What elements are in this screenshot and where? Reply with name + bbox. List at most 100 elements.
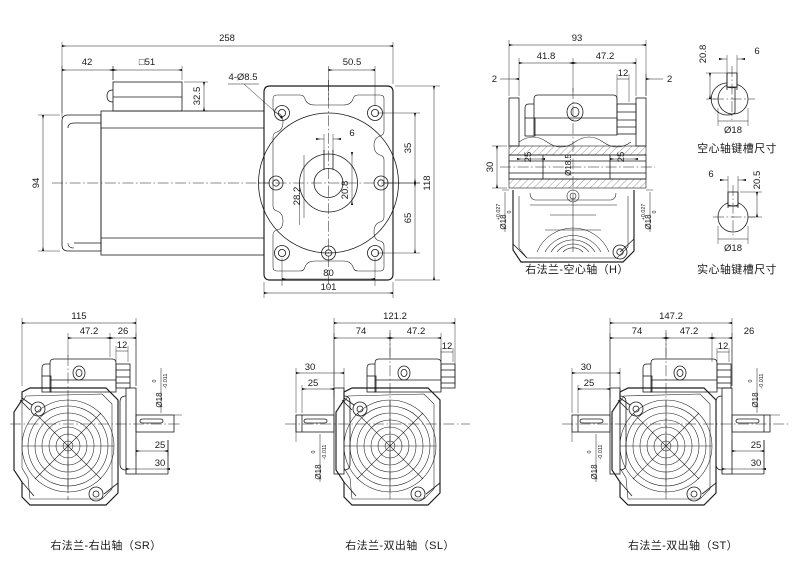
dim-st-right-shaft-length: 30	[721, 458, 767, 474]
dim-4-d8-5: 4-Ø8.5	[228, 72, 257, 83]
main-assembly-view: 258 42 □51 32.5 94	[31, 33, 440, 298]
dim-boss-diameter: 28.2	[292, 155, 305, 225]
dim-hollow-keyway-height: 20.8	[698, 45, 727, 100]
dim-solid-keyway-width: 6	[708, 169, 747, 194]
dim-h-inner-bore: Ø18.5	[564, 154, 573, 176]
dim-sr-shaft-length: 30	[125, 458, 171, 474]
right-flange-hollow-shaft-view: 93 41.8 47.2 2 2 1	[485, 33, 672, 276]
dim-118: 118	[422, 175, 433, 190]
dim-d18-hollow: Ø18	[724, 125, 742, 136]
dim-sr-tol-up: 0	[152, 380, 158, 383]
dim-115: 115	[71, 311, 86, 322]
dim-shaft-to-bottom: 65	[377, 182, 420, 254]
dim-st-left-keyway: 25	[577, 378, 611, 413]
dim-80: 80	[323, 268, 334, 279]
dim-sl-12: 12	[442, 341, 453, 352]
dim-st-25-left: 25	[584, 378, 595, 389]
dim-sl-47-2: 47.2	[407, 326, 426, 337]
dim-st-right-d18: Ø18	[751, 392, 760, 408]
sr-view-label: 右法兰-右出轴（SR）	[50, 538, 161, 552]
dim-mounting-holes: 4-Ø8.5	[228, 72, 283, 120]
dim-h-bore-right: 25	[609, 152, 639, 163]
dim-h-boss: 12	[616, 68, 630, 102]
dim-st-30-right: 30	[751, 458, 762, 469]
dim-st-right-keyway: 25	[731, 440, 765, 456]
dim-sl-shaft-length: 30	[295, 362, 345, 413]
dim-sl-shaft-dia: Ø18 0 -0.011	[295, 432, 328, 482]
right-flange-double-shaft-st-view: 147.2 74 47.2 26 12	[562, 311, 790, 552]
dim-sl-tol-up: 0	[311, 451, 317, 454]
dim-sr-d18: Ø18	[155, 392, 164, 408]
dim-st-right-tol-up: 0	[748, 380, 754, 383]
dim-d18-solid: Ø18	[724, 243, 742, 254]
right-flange-right-shaft-view: 115 47.2 26 12 Ø18 0 -0.011	[10, 311, 182, 552]
dim-h-25-left: 25	[523, 152, 534, 163]
hollow-shaft-keyway-detail: 20.8 6 Ø18 空心轴键槽尺寸	[697, 45, 776, 155]
dim-h-18-5: Ø18.5	[564, 154, 573, 176]
dim-6: 6	[349, 128, 354, 139]
dim-hole-offset-top: 50.5	[328, 57, 376, 106]
dim-h-bore-right-tol-up: +0.027	[641, 204, 647, 221]
dim-st-47-2: 47.2	[680, 326, 699, 337]
dim-93: 93	[572, 33, 583, 44]
dim-6-hollow: 6	[754, 46, 759, 57]
dim-st-left: 74	[609, 326, 667, 386]
dim-flange-height: 118	[395, 85, 440, 281]
dim-26: 26	[118, 326, 129, 337]
dim-st-boss: 12	[716, 341, 730, 362]
dim-sr-keyway-length: 25	[135, 440, 169, 456]
dim-st-30-left: 30	[581, 362, 592, 373]
dim-terminal-box-width: □51	[112, 57, 183, 80]
dim-sl-boss: 12	[440, 341, 454, 362]
dim-28-2: 28.2	[292, 187, 303, 206]
dim-st-left-d18: Ø18	[590, 464, 599, 480]
dim-sl-tol-low: -0.011	[322, 445, 328, 460]
dim-solid-keyway-height: 20.5	[740, 171, 763, 218]
right-flange-double-shaft-sl-view: 121.2 74 47.2 12 30	[285, 311, 470, 552]
dim-motor-diameter: 94	[31, 114, 60, 252]
dim-147-2: 147.2	[659, 311, 683, 322]
dim-50-5: 50.5	[343, 57, 362, 68]
dim-h-30: 30	[485, 162, 496, 173]
dim-flange-width: 101	[263, 282, 394, 298]
dim-258: 258	[219, 33, 235, 44]
dim-sl-74: 74	[356, 326, 367, 337]
dim-sr-shaft-dia: Ø18 0 -0.011	[152, 368, 182, 416]
st-view-label: 右法兰-双出轴（ST）	[628, 538, 738, 552]
solid-shaft-keyway-detail: 6 20.5 Ø18 实心轴键槽尺寸	[697, 169, 777, 276]
dim-sr-25: 25	[155, 440, 166, 451]
dim-st-12: 12	[718, 341, 729, 352]
dim-h-bore-left-dia: Ø18	[499, 214, 508, 230]
sl-view-label: 右法兰-双出轴（SL）	[345, 538, 455, 552]
dim-hole-pitch: 80	[281, 258, 376, 286]
dim-h-bore-left-tol-low: 0	[507, 211, 513, 214]
dim-20-5: 20.5	[752, 171, 763, 190]
dim-20-8-hollow: 20.8	[698, 45, 709, 64]
dim-st-left-shaft-dia: Ø18 0 -0.011	[571, 432, 604, 482]
dim-sr-shaft: 26	[109, 326, 137, 386]
dim-65: 65	[403, 213, 414, 224]
dim-st-right: 26	[711, 326, 755, 386]
solid-key-label: 实心轴键槽尺寸	[697, 262, 777, 276]
dim-h-47-2: 47.2	[596, 51, 615, 62]
dim-hollow-shaft-dia: Ø18	[717, 108, 749, 136]
dim-6-solid: 6	[708, 169, 713, 180]
dim-h-bore-right-dia: Ø18	[644, 214, 653, 230]
dim-st-26: 26	[744, 326, 755, 337]
dim-sl-d18: Ø18	[314, 464, 323, 480]
h-view-label: 右法兰-空心轴（H）	[525, 262, 629, 276]
dim-sl-keyway-length: 25	[301, 378, 335, 413]
dim-st-left-shaft-length: 30	[571, 362, 621, 413]
dim-h-12: 12	[618, 68, 629, 79]
dim-h-bore-right-tol-low: 0	[652, 211, 658, 214]
dim-32-5: 32.5	[192, 87, 203, 106]
dim-h-bore-left: 25	[516, 152, 546, 163]
dim-st-right-tol-low: -0.011	[759, 374, 765, 389]
dim-h-bore-right-tol: Ø18 +0.027 0	[641, 189, 658, 232]
dim-sr-tol-low: -0.011	[163, 374, 169, 389]
dim-h-25-right: 25	[616, 152, 627, 163]
dim-h-2-right: 2	[667, 74, 672, 85]
dim-h-right-segment: 47.2	[572, 51, 637, 96]
dim-solid-shaft-dia: Ø18	[717, 226, 749, 254]
